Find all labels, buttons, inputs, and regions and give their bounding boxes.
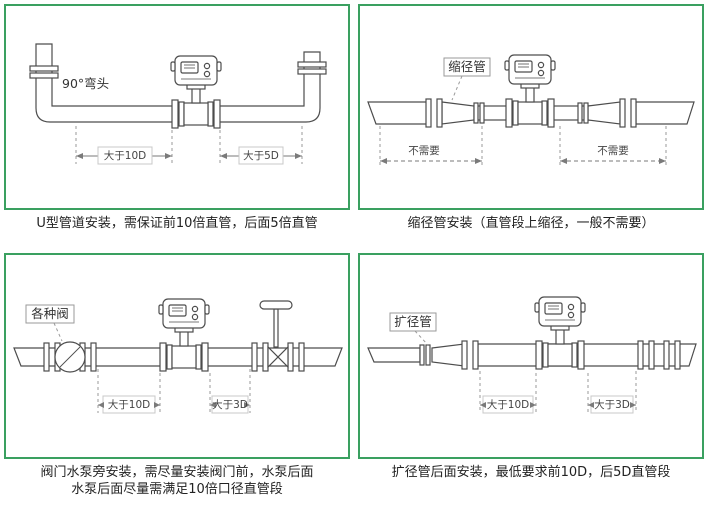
panel-caption: 扩径管后面安装，最低要求前10D，后5D直管段 <box>391 464 671 480</box>
flange-pair <box>425 98 443 128</box>
flange-pair <box>461 339 479 370</box>
panel-u-pipe-frame: 90°弯头 大于10D <box>4 4 350 210</box>
expander-label: 扩径管 <box>389 312 437 345</box>
dim-label: 大于3D <box>212 398 248 411</box>
gate-valve <box>251 299 305 372</box>
dimension-left-not-needed: 不需要 <box>379 126 483 168</box>
flowmeter-icon <box>170 55 222 129</box>
flowmeter-icon <box>158 297 210 372</box>
reducer-label: 缩径管 <box>443 57 491 101</box>
dimension-10d: 大于10D <box>479 370 537 414</box>
panel-reducer: 缩径管 不需要 <box>358 4 704 233</box>
dim-label: 大于10D <box>104 149 146 162</box>
pipe-run <box>367 342 697 367</box>
dimension-10d: 大于10D <box>97 368 161 414</box>
dim-label: 大于5D <box>243 149 279 162</box>
valve-label: 各种阀 <box>25 304 75 341</box>
caption-line-1: 阀门水泵旁安装，需尽量安装阀门前，水泵后面 <box>40 464 314 480</box>
panel-grid: 90°弯头 大于10D <box>4 4 704 499</box>
panel-valve-pump-frame: 各种阀 大于10D <box>4 252 350 459</box>
flowmeter-icon <box>534 295 586 370</box>
u-pipe-diagram: 90°弯头 大于10D <box>29 43 327 165</box>
flange-pair <box>619 98 637 128</box>
svg-text:各种阀: 各种阀 <box>31 306 69 321</box>
panel-expander-frame: 扩径管 大于10D <box>358 252 704 459</box>
dimension-3d: 大于3D <box>587 370 637 414</box>
ball-valve <box>43 340 97 373</box>
svg-text:缩径管: 缩径管 <box>448 59 486 74</box>
panel-expander: 扩径管 大于10D <box>358 252 704 499</box>
dimension-3d: 大于3D <box>209 368 251 414</box>
panel-valve-pump: 各种阀 大于10D <box>4 252 350 499</box>
panel-caption: 缩径管安装（直管段上缩径，一般不需要） <box>407 216 655 231</box>
panel-caption: 阀门水泵旁安装，需尽量安装阀门前，水泵后面 水泵后面尽量需满足10倍口径直管段 <box>4 464 350 499</box>
caption-line-2: 水泵后面尽量需满足10倍口径直管段 <box>71 482 283 498</box>
elbow-label: 90°弯头 <box>62 76 109 91</box>
dim-label: 大于3D <box>594 398 630 411</box>
expander-diagram: 扩径管 大于10D <box>367 295 697 414</box>
dimension-right-not-needed: 不需要 <box>559 126 667 168</box>
flowmeter-icon <box>504 54 556 128</box>
panel-reducer-frame: 缩径管 不需要 <box>358 4 704 210</box>
valve-diagram: 各种阀 大于10D <box>13 297 343 414</box>
dim-label: 不需要 <box>408 145 440 157</box>
dimension-right: 大于5D <box>219 126 303 165</box>
svg-text:扩径管: 扩径管 <box>394 314 432 329</box>
dim-label: 大于10D <box>487 398 529 411</box>
small-flanges <box>473 102 589 124</box>
panel-caption: U型管道安装，需保证前10倍直管，后面5倍直管 <box>36 216 318 231</box>
dim-label: 不需要 <box>597 145 629 157</box>
panel-u-pipe: 90°弯头 大于10D <box>4 4 350 233</box>
dimension-left: 大于10D <box>75 126 173 165</box>
dim-label: 大于10D <box>108 398 150 411</box>
reducer-diagram: 缩径管 不需要 <box>367 54 695 168</box>
